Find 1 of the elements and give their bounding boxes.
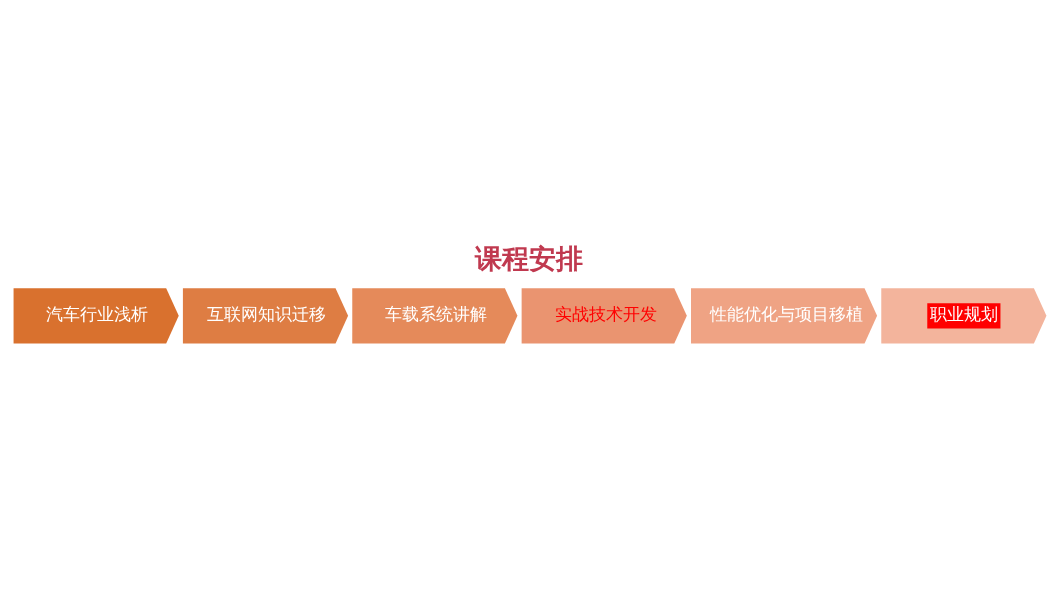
diagram-title: 课程安排 — [474, 243, 583, 275]
